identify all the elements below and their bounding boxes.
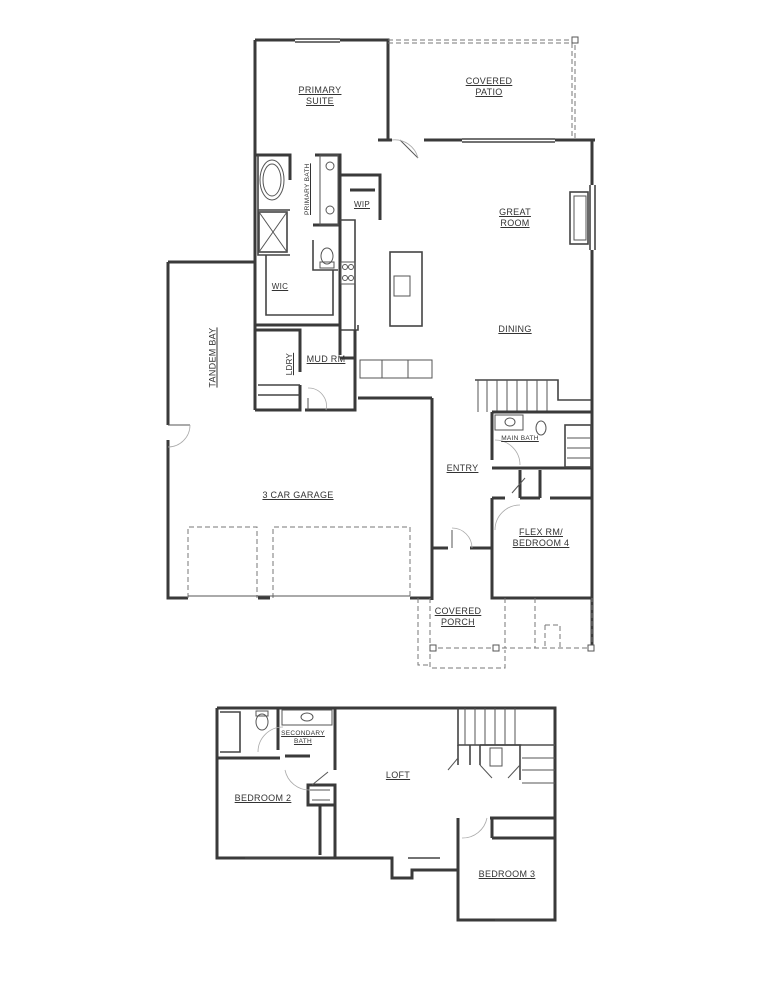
room-label-dining: DINING bbox=[498, 324, 532, 334]
room-label-wic: WIC bbox=[271, 282, 289, 291]
room-label-bedroom-2: BEDROOM 2 bbox=[234, 793, 292, 803]
room-label-mud-rm: MUD RM bbox=[306, 354, 346, 364]
room-label-primary-bath: PRIMARY BATH bbox=[304, 163, 311, 215]
main-floor bbox=[166, 36, 596, 669]
room-label-main-bath: MAIN BATH bbox=[501, 435, 539, 442]
room-label-garage: 3 CAR GARAGE bbox=[262, 490, 334, 500]
room-label-bedroom-3: BEDROOM 3 bbox=[478, 869, 536, 879]
room-label-flex-rm: FLEX RM/BEDROOM 4 bbox=[512, 527, 570, 548]
room-label-ldry: LDRY bbox=[285, 352, 294, 376]
room-label-loft: LOFT bbox=[385, 770, 411, 780]
room-label-tandem-bay: TANDEM BAY bbox=[207, 327, 218, 388]
room-label-wip: WIP bbox=[353, 200, 370, 209]
room-label-entry: ENTRY bbox=[446, 463, 479, 473]
upper-floor bbox=[215, 706, 557, 922]
